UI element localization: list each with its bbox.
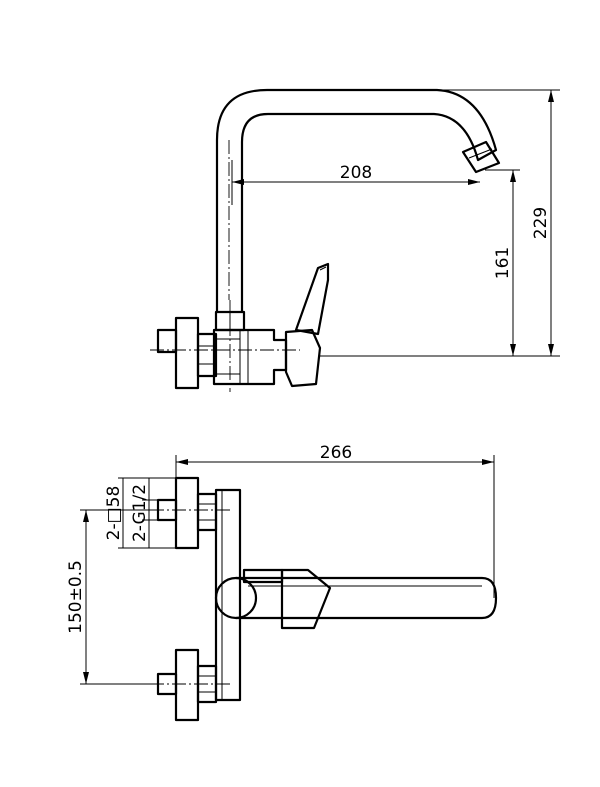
side-wall-flange: [174, 316, 200, 390]
dim-square-label: 2-□58: [104, 486, 124, 541]
dim-thread-label: 2-G1/2: [130, 484, 150, 542]
side-view: [150, 88, 501, 392]
handle-lever: [294, 262, 330, 336]
spout-tip-ring: [468, 148, 493, 159]
dim-150-label: 150±0.5: [66, 560, 86, 634]
spout-tube: [215, 88, 498, 312]
front-view: [150, 476, 498, 722]
front-mixer-body: [214, 488, 242, 702]
dim-208-label: 208: [340, 163, 372, 183]
mixer-body: [212, 328, 288, 386]
dim-266-label: 266: [320, 443, 352, 463]
front-handle: [242, 568, 284, 584]
side-dimensions: 208 161 229: [231, 89, 560, 357]
handle-base: [284, 328, 322, 388]
lower-inlet-pipe: [156, 672, 178, 696]
front-dimensions: 266 2-□58 2-G1/2 150±0.5: [66, 443, 495, 685]
dim-161-label: 161: [493, 247, 513, 279]
upper-flange: [174, 476, 200, 550]
front-spout-arm: [236, 576, 498, 620]
dim-229-label: 229: [531, 207, 551, 239]
spout-tip: [461, 140, 501, 174]
upper-inlet-pipe: [156, 498, 178, 522]
side-inlet-pipe: [156, 328, 178, 354]
lower-flange: [174, 648, 200, 722]
upper-connector-nut: [196, 492, 218, 532]
